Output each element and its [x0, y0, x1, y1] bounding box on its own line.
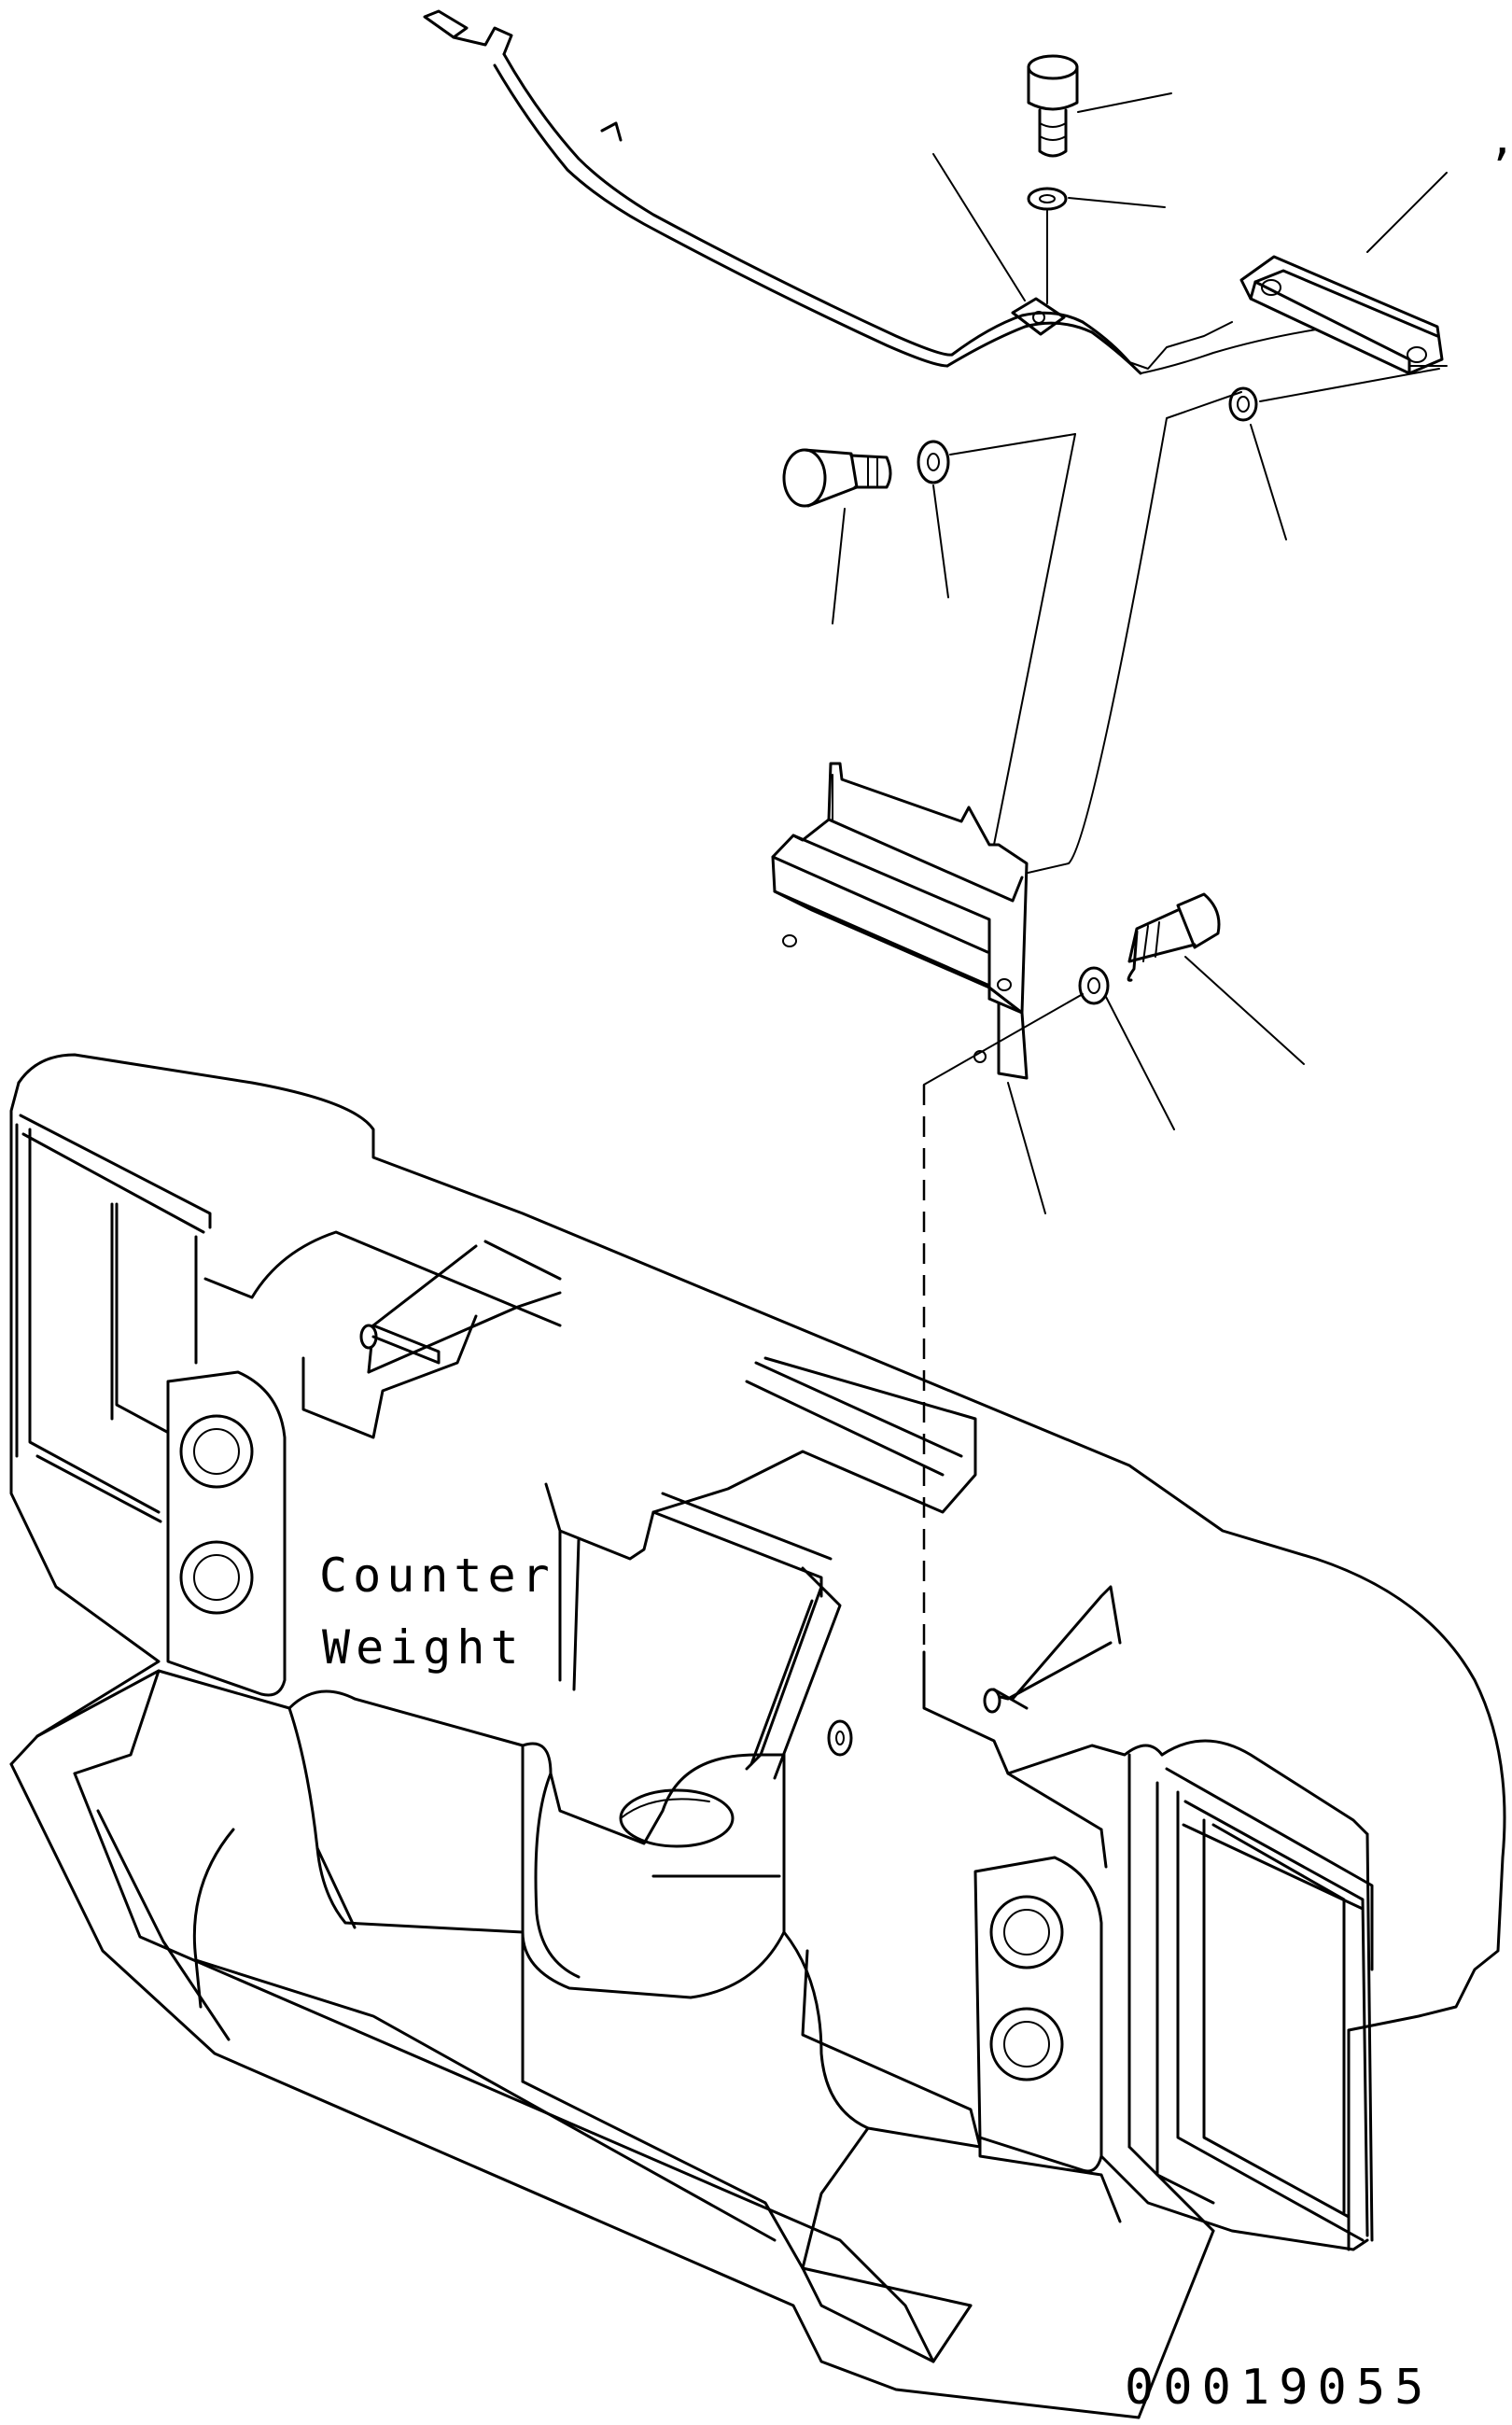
- bracket-side-bolt: [1127, 892, 1305, 1065]
- part-label-line2: Weight: [322, 1620, 525, 1675]
- wiring-harness: [423, 9, 1336, 375]
- counterweight: [9, 1053, 1506, 2419]
- lamp-washer: [987, 368, 1440, 883]
- bracket-bolt: [782, 448, 892, 624]
- clip-leader: [932, 153, 1026, 301]
- bracket-washer: [917, 433, 1076, 867]
- clip-bolt: [1027, 54, 1172, 158]
- clip-washer: [1027, 187, 1166, 304]
- part-label-line1: Counter: [319, 1549, 555, 1603]
- bracket-side-washer: [923, 966, 1175, 1130]
- corner-mark: ,': [1489, 113, 1512, 165]
- lamp-bracket: [771, 762, 1046, 1214]
- harness-clip: [1011, 297, 1066, 336]
- lamp-assembly: [1239, 172, 1448, 375]
- drawing-number: 00019055: [1125, 2360, 1433, 2416]
